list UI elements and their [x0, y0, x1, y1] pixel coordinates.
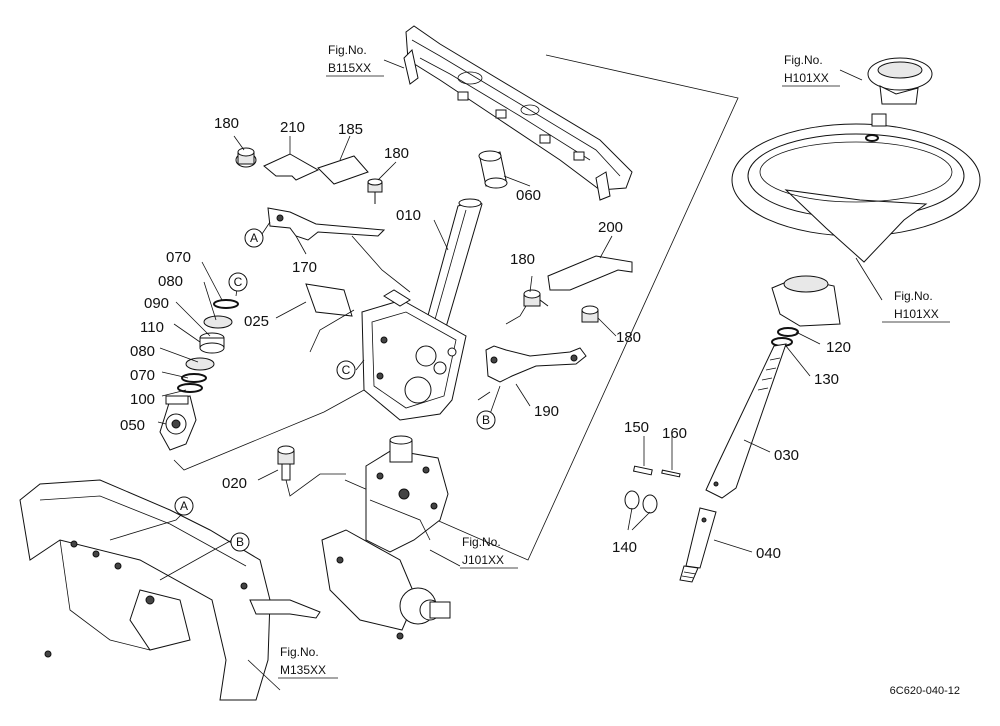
ref-b2-text: B: [236, 535, 244, 549]
bracket-170: [267, 207, 386, 241]
fig-ref-h101xx-top-line1: Fig.No.: [784, 53, 823, 67]
plate-210: [263, 153, 320, 181]
part-label-030: 030: [774, 447, 799, 464]
part-label-040: 040: [756, 545, 781, 562]
dashboard-panel: [403, 25, 633, 201]
part-label-180: 180: [384, 145, 409, 162]
bolt-180-mid: [523, 289, 549, 307]
part-label-060: 060: [516, 187, 541, 204]
part-label-080: 080: [130, 343, 155, 360]
nut-small: [871, 113, 887, 127]
part-label-185: 185: [338, 121, 363, 138]
part-label-120: 120: [826, 339, 851, 356]
part-label-180: 180: [510, 251, 535, 268]
fig-ref-h101xx-mid-line2: H101XX: [894, 307, 939, 321]
bolt-180-right: [581, 305, 599, 323]
fig-ref-j101xx: Fig.No. J101XX: [460, 535, 518, 569]
ring-120: [777, 327, 799, 337]
part-label-070: 070: [130, 367, 155, 384]
leader-lines: [109, 59, 883, 691]
ref-circle-b2: B: [230, 532, 250, 552]
ref-c1-text: C: [234, 275, 243, 289]
steering-wheel: [731, 123, 981, 263]
shaft-040: [679, 507, 717, 583]
fig-ref-m135xx: Fig.No. M135XX: [278, 645, 338, 679]
part-label-170: 170: [292, 259, 317, 276]
ref-circle-a2: A: [174, 496, 194, 516]
part-label-210: 210: [280, 119, 305, 136]
ref-c2-text: C: [342, 363, 351, 377]
pin-160: [661, 469, 681, 478]
part-label-080: 080: [158, 273, 183, 290]
bolt-180-upper-left: [235, 147, 257, 168]
part-label-180: 180: [616, 329, 641, 346]
fig-ref-h101xx-mid: Fig.No. H101XX: [882, 289, 950, 323]
front-frame: [19, 479, 321, 701]
steering-column-010: [423, 198, 483, 335]
column-bracket: [361, 289, 467, 421]
part-label-025: 025: [244, 313, 269, 330]
ref-circle-c1: C: [228, 272, 248, 292]
fig-ref-h101xx-top-line2: H101XX: [784, 71, 829, 85]
universal-joint-050: [159, 395, 197, 451]
part-label-070: 070: [166, 249, 191, 266]
ref-circle-a1: A: [244, 228, 264, 248]
part-label-150: 150: [624, 419, 649, 436]
washer-small: [865, 134, 879, 142]
part-label-140: 140: [612, 539, 637, 556]
bushing-060: [478, 150, 508, 189]
pin-150: [632, 465, 653, 476]
plate-200: [547, 255, 633, 291]
fig-ref-m135xx-line2: M135XX: [280, 663, 326, 677]
steering-shaft-030: [705, 343, 787, 499]
ref-a2-text: A: [180, 499, 188, 513]
fig-ref-m135xx-line1: Fig.No.: [280, 645, 319, 659]
part-label-190: 190: [534, 403, 559, 420]
part-label-050: 050: [120, 417, 145, 434]
part-label-160: 160: [662, 425, 687, 442]
plate-025: [305, 283, 353, 317]
bolt-020: [277, 445, 295, 481]
steering-gearbox: [321, 435, 451, 640]
fig-ref-b115xx-line2: B115XX: [328, 61, 371, 75]
part-label-020: 020: [222, 475, 247, 492]
ref-circle-c2: C: [336, 360, 356, 380]
ref-circle-b1: B: [476, 410, 496, 430]
fig-ref-b115xx: Fig.No. B115XX: [326, 43, 384, 77]
part-label-130: 130: [814, 371, 839, 388]
steering-hub: [771, 275, 841, 327]
fig-ref-b115xx-line1: Fig.No.: [328, 43, 367, 57]
plate-185: [317, 155, 369, 185]
clips-140: [624, 490, 658, 514]
bracket-190: [485, 345, 587, 383]
fig-ref-j101xx-line2: J101XX: [462, 553, 504, 567]
part-label-100: 100: [130, 391, 155, 408]
part-label-180: 180: [214, 115, 239, 132]
ref-a1-text: A: [250, 231, 258, 245]
drawing-code: 6C620-040-12: [890, 685, 960, 697]
part-label-010: 010: [396, 207, 421, 224]
bolt-180-upper: [367, 178, 383, 204]
bearing-stack: [177, 299, 239, 393]
part-label-110: 110: [140, 319, 164, 336]
part-label-200: 200: [598, 219, 623, 236]
fig-ref-h101xx-mid-line1: Fig.No.: [894, 289, 933, 303]
horn-cap: [867, 57, 933, 105]
fig-ref-j101xx-line1: Fig.No.: [462, 535, 501, 549]
part-label-090: 090: [144, 295, 169, 312]
ref-b1-text: B: [482, 413, 490, 427]
fig-ref-h101xx-top: Fig.No. H101XX: [782, 53, 840, 87]
